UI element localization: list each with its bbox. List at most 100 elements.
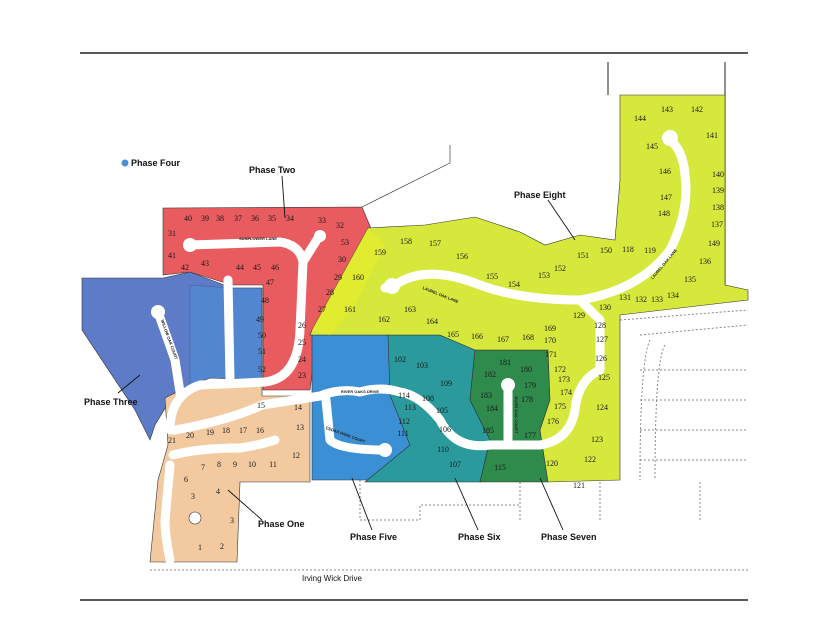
- lot-number: 18: [222, 426, 230, 435]
- lot-number: 148: [658, 209, 670, 218]
- lot-number: 35: [268, 214, 276, 223]
- irving-wick-drive-label: Irving Wick Drive: [302, 574, 363, 583]
- adjacent-lots: [150, 309, 749, 571]
- lot-number: 24: [298, 355, 306, 364]
- lot-number: 17: [239, 426, 247, 435]
- lot-number: 119: [644, 246, 656, 255]
- lot-number: 143: [661, 105, 673, 114]
- lot-number: 107: [449, 460, 461, 469]
- lot-number: 23: [298, 371, 306, 380]
- lot-number: 125: [598, 373, 610, 382]
- lot-number: 3: [191, 492, 195, 501]
- lot-number: 28: [326, 288, 334, 297]
- lot-number: 150: [600, 246, 612, 255]
- lot-number: 124: [596, 403, 608, 412]
- lot-number: 179: [524, 381, 536, 390]
- main-road: [165, 237, 605, 451]
- lot-number: 122: [584, 455, 596, 464]
- phase-two-label: Phase Two: [249, 165, 296, 175]
- lot-number: 33: [318, 216, 326, 225]
- lot-number: 38: [216, 214, 224, 223]
- lot-number: 145: [646, 142, 658, 151]
- phase-four-legend-dot: [121, 159, 129, 167]
- lot-number: 181: [499, 358, 511, 367]
- cedar-court-road: [321, 395, 390, 455]
- lot-number: 111: [397, 429, 408, 438]
- lot-number: 174: [560, 388, 572, 397]
- lot-number: 146: [659, 167, 671, 176]
- lot-number: 171: [545, 350, 557, 359]
- lot-number: 27: [318, 305, 326, 314]
- lot-number: 121: [573, 481, 585, 490]
- lot-number: 159: [374, 248, 386, 257]
- streets: [151, 130, 691, 565]
- lot-number: 170: [544, 336, 556, 345]
- lot-number: 160: [352, 273, 364, 282]
- lot-number: 7: [201, 463, 205, 472]
- boundary-line: [361, 145, 451, 208]
- lot-number: 163: [404, 305, 416, 314]
- lot-number: 139: [712, 186, 724, 195]
- lot-number: 40: [184, 214, 192, 223]
- lot-number: 184: [486, 404, 498, 413]
- lot-number: 127: [596, 335, 608, 344]
- lot-number: 168: [522, 333, 534, 342]
- lot-number: 47: [266, 278, 274, 287]
- phase-seven-label: Phase Seven: [541, 532, 597, 542]
- lot-number: 9: [233, 460, 237, 469]
- lot-number: 13: [296, 423, 304, 432]
- lot-number: 19: [206, 428, 214, 437]
- lot-number: 14: [294, 403, 302, 412]
- lot-number: 120: [546, 459, 558, 468]
- lot-number: 109: [440, 379, 452, 388]
- lot-number: 52: [258, 365, 266, 374]
- lot-number: 162: [378, 315, 390, 324]
- leader-lines: [117, 175, 576, 531]
- laurel-oak-lane-road: [575, 135, 691, 305]
- lot-number: 175: [554, 402, 566, 411]
- lot-number: 20: [186, 431, 194, 440]
- lot-number: 129: [573, 311, 585, 320]
- lot-number: 4: [216, 487, 220, 496]
- lot-number: 3: [230, 516, 234, 525]
- lot-number: 15: [257, 401, 265, 410]
- lot-number: 141: [706, 131, 718, 140]
- lot-number: 102: [394, 355, 406, 364]
- lot-number: 172: [554, 365, 566, 374]
- lot-number: 50: [258, 331, 266, 340]
- lot-number: 156: [456, 252, 468, 261]
- lot-number: 49: [256, 315, 264, 324]
- phase-eight-label: Phase Eight: [514, 190, 566, 200]
- lot-number: 8: [217, 460, 221, 469]
- lot-number: 11: [269, 460, 277, 469]
- lot-number: 152: [554, 264, 566, 273]
- lot-number: 133: [651, 295, 663, 304]
- lot-number: 112: [398, 417, 410, 426]
- lot-number: 118: [622, 245, 634, 254]
- lot-number: 167: [497, 335, 509, 344]
- phase-eight-area: [309, 94, 749, 483]
- lot-number: 34: [286, 214, 294, 223]
- lot-number: 32: [336, 221, 344, 230]
- lot-number: 151: [577, 251, 589, 260]
- lot-number: 157: [429, 239, 441, 248]
- lot-number: 21: [168, 436, 176, 445]
- lot-number: 10: [248, 460, 256, 469]
- phase-five-label: Phase Five: [350, 532, 397, 542]
- willow-oak-court-road: [153, 307, 185, 397]
- lot-number: 130: [599, 303, 611, 312]
- lot-number: 128: [594, 321, 606, 330]
- lot-number: 185: [482, 426, 494, 435]
- lot-number: 45: [253, 263, 261, 272]
- fox-oak-lane-road: [223, 275, 235, 385]
- lot-number: 51: [258, 347, 266, 356]
- lot-number: 48: [261, 296, 269, 305]
- lot-number: 114: [398, 391, 410, 400]
- lot-number: 113: [404, 403, 416, 412]
- lot-number: 108: [422, 394, 434, 403]
- lot-number: 158: [400, 237, 412, 246]
- street-name: SUNFLOWER LANE: [239, 236, 277, 241]
- lot-number: 1: [198, 543, 202, 552]
- phase-four-legend-label: Phase Four: [131, 158, 181, 168]
- phase-six-label: Phase Six: [458, 532, 501, 542]
